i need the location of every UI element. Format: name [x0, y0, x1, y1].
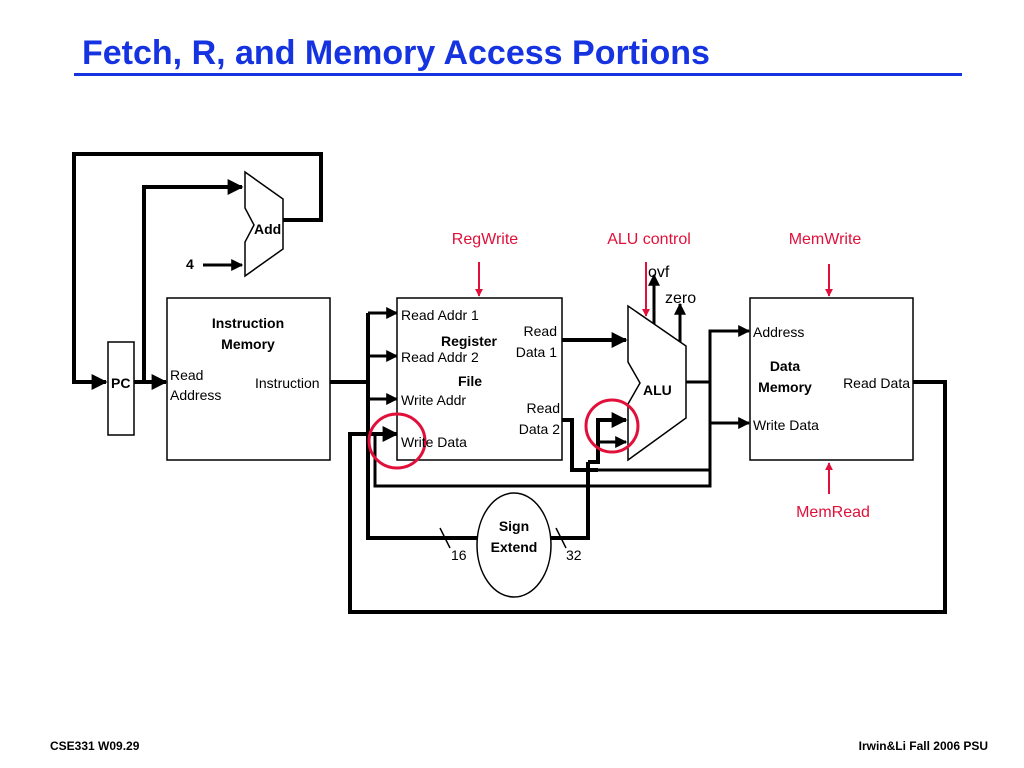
highlight-alu-input	[584, 398, 640, 454]
add-label: Add	[254, 221, 281, 237]
rf-read-data-1b: Data 1	[516, 344, 557, 360]
alu-unit	[627, 304, 687, 462]
instruction-memory	[166, 297, 331, 461]
memwrite-label: MemWrite	[789, 231, 862, 248]
imem-title-1: Instruction	[212, 315, 284, 331]
footer-right: Irwin&Li Fall 2006 PSU	[858, 739, 988, 753]
alu-label: ALU	[643, 382, 672, 398]
wires	[72, 152, 947, 614]
rf-title-2: File	[458, 373, 482, 389]
title-underline	[74, 73, 962, 76]
regwrite-label: RegWrite	[452, 231, 518, 248]
imem-read-1: Read	[170, 367, 203, 383]
wire-sign-extend-out	[550, 462, 590, 540]
dmem-read-data: Read Data	[843, 375, 910, 391]
sign-extend-unit	[476, 492, 552, 598]
wire-add-to-pc	[72, 152, 323, 390]
rf-write-data: Write Data	[401, 434, 467, 450]
dmem-title-2: Memory	[758, 379, 812, 395]
rf-read-data-2b: Data 2	[519, 421, 560, 437]
register-file	[396, 297, 563, 461]
width-16-label: 16	[451, 547, 467, 563]
imem-instruction: Instruction	[255, 375, 320, 391]
wire-memory-writeback	[348, 380, 947, 614]
rf-write-addr: Write Addr	[401, 392, 466, 408]
dmem-write-data: Write Data	[753, 417, 819, 433]
width-tick-16	[439, 527, 451, 549]
wire-alu-to-address	[686, 325, 751, 384]
memread-label: MemRead	[796, 504, 870, 521]
slide-title: Fetch, R, and Memory Access Portions	[82, 34, 710, 72]
rf-read-addr-2: Read Addr 2	[401, 349, 479, 365]
rf-read-data-1a: Read	[524, 323, 557, 339]
control-signals	[475, 262, 833, 494]
sign-extend-label-2: Extend	[491, 539, 538, 555]
data-memory	[749, 297, 914, 461]
sign-extend-label-1: Sign	[499, 518, 529, 534]
zero-label: zero	[665, 290, 696, 307]
pc-register	[107, 341, 135, 436]
highlight-write-data	[367, 412, 427, 470]
rf-read-data-2a: Read	[527, 400, 560, 416]
dmem-address: Address	[753, 324, 804, 340]
control-labels: RegWrite ALU control MemWrite MemRead	[452, 231, 870, 521]
width-tick-32	[555, 527, 567, 549]
pc-label: PC	[111, 375, 130, 391]
labels: Add 4 PC Instruction Memory Read Address…	[111, 221, 910, 563]
rf-title-1: Register	[441, 333, 498, 349]
wire-instruction-trunk	[366, 313, 442, 540]
dmem-title-1: Data	[770, 358, 801, 374]
constant-four: 4	[186, 256, 194, 272]
rf-read-addr-1: Read Addr 1	[401, 307, 479, 323]
imem-title-2: Memory	[221, 336, 275, 352]
alu-control-label: ALU control	[607, 231, 691, 248]
width-32-label: 32	[566, 547, 582, 563]
footer-left: CSE331 W09.29	[50, 739, 140, 753]
add-unit	[244, 170, 284, 278]
imem-read-2: Address	[170, 387, 221, 403]
ovf-label: ovf	[648, 264, 670, 281]
